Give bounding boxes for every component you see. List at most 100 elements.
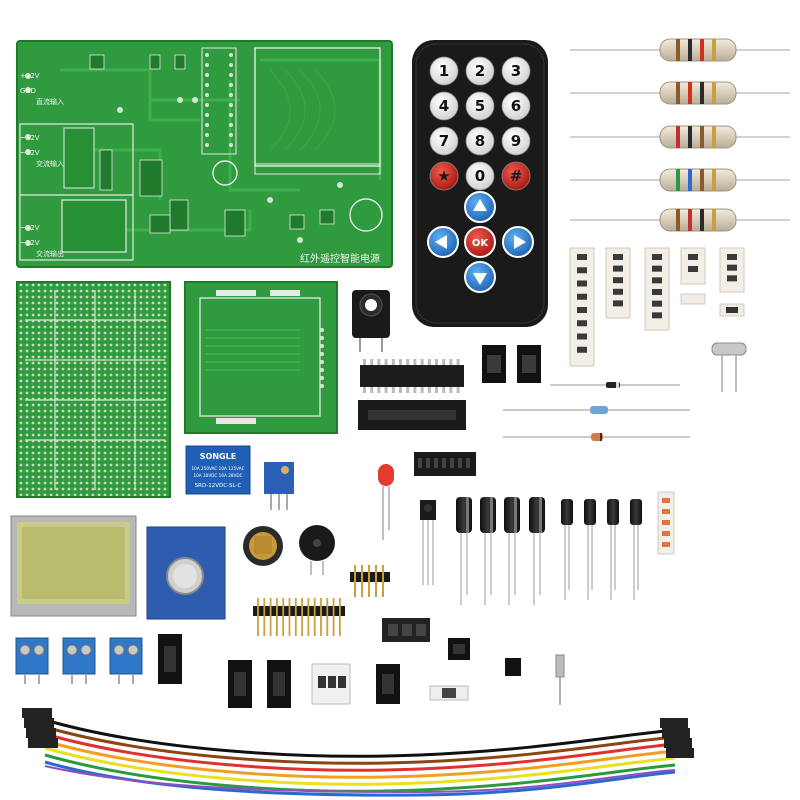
ic-pin — [406, 359, 410, 365]
optocouplers — [482, 345, 541, 383]
remote-key-7 — [429, 126, 459, 156]
ac-out-a-label: ~12V — [20, 224, 40, 232]
resistor-band — [688, 209, 692, 231]
capacitor-stripe — [490, 497, 493, 533]
terminal-block — [62, 637, 96, 675]
smd-part — [577, 346, 587, 353]
remote-key-hash — [501, 161, 531, 191]
remote-key-3 — [501, 56, 531, 86]
ic-pin — [413, 387, 417, 393]
smd-part — [652, 265, 662, 272]
dupont-jumper-cable — [22, 708, 694, 797]
resistor-band — [712, 209, 716, 231]
gnd-label: GND — [20, 87, 36, 95]
coin-battery — [146, 526, 226, 620]
smd-part — [577, 280, 587, 287]
ic-pin — [391, 359, 395, 365]
capacitor-small — [607, 499, 619, 525]
ic-pin — [427, 387, 431, 393]
pin-header-long — [253, 598, 345, 636]
axial-diode-1 — [550, 382, 680, 388]
capacitor-small — [561, 499, 573, 525]
coin-cell-holder — [243, 526, 283, 566]
remote-key-label: 1 — [439, 62, 449, 80]
capacitor-stripe — [466, 497, 469, 533]
relay: SONGLE 10A 250VAC 10A 125VAC 10A 30VDC 1… — [185, 445, 251, 495]
remote-key-label: 6 — [511, 97, 521, 115]
ic-pin — [363, 359, 366, 365]
smd-tape-chips — [382, 618, 430, 642]
ic-pin — [456, 359, 460, 365]
ic-pin — [420, 387, 424, 393]
remote-key-label: 7 — [439, 132, 449, 150]
smd-part — [577, 320, 587, 327]
dc-input-label: 直流输入 — [36, 97, 64, 106]
dc-plus-label: +12V — [20, 72, 40, 80]
resistor-band — [676, 39, 680, 61]
ic-pin — [435, 387, 438, 393]
terminal-screw — [66, 644, 78, 656]
buzzer — [299, 525, 335, 575]
ic-socket — [358, 400, 466, 430]
smd-component-strips — [569, 247, 747, 392]
terminal-screw — [33, 644, 45, 656]
axial-diode-2 — [503, 433, 690, 441]
remote-key-6 — [501, 91, 531, 121]
terminal-screw — [80, 644, 92, 656]
resistor-band — [700, 126, 704, 148]
smd-part — [577, 267, 587, 274]
remote-key-label: 8 — [475, 132, 485, 150]
remote-key-label: 5 — [475, 97, 485, 115]
smd-part — [652, 254, 662, 260]
smd-strip-small — [657, 491, 675, 555]
smd-part — [577, 293, 587, 300]
ir-receiver — [420, 500, 436, 585]
ic-pin — [370, 387, 374, 393]
resistor-body — [659, 208, 737, 232]
female-header — [414, 452, 476, 476]
ic-pin — [377, 359, 381, 365]
smd-part — [688, 254, 698, 260]
ic-pin — [399, 359, 402, 365]
ic-pin — [391, 387, 395, 393]
ic-pin — [442, 359, 446, 365]
terminal-screw — [113, 644, 125, 656]
remote-key-label: 2 — [475, 62, 485, 80]
remote-key-label: 9 — [511, 132, 521, 150]
capacitor-small — [630, 499, 642, 525]
smd-part — [613, 288, 623, 295]
resistor-band — [676, 209, 680, 231]
resistor-band — [712, 82, 716, 104]
resistor-body — [659, 125, 737, 149]
resistor-band — [700, 169, 704, 191]
main-pcb: +12V GND 直流输入 ~12V ~12V 交流输入 ~12V ~12V 交… — [16, 40, 393, 268]
ic-pin — [406, 387, 410, 393]
resistor-band — [688, 126, 692, 148]
smd-part — [613, 265, 623, 272]
resistor-band — [688, 39, 692, 61]
resistor-band — [712, 39, 716, 61]
board-title: 红外遥控智能电源 — [300, 252, 380, 265]
smd-part — [577, 307, 587, 313]
smd-part — [652, 300, 662, 307]
ic-pin — [435, 359, 438, 365]
resistor-band — [676, 82, 680, 104]
small-chip-holder — [448, 638, 470, 660]
resistor-body — [659, 168, 737, 192]
ic-pin — [370, 359, 374, 365]
capacitor-large — [456, 497, 472, 533]
lcd-adapter-pcb — [184, 281, 338, 434]
ac-input-label: 交流输入 — [36, 159, 64, 168]
smd-part — [727, 254, 737, 260]
dip-ic — [360, 359, 464, 393]
relay-spec-2: 10A 30VDC 10A 28VDC — [193, 473, 242, 478]
red-led — [378, 464, 394, 540]
smd-part — [727, 275, 737, 282]
resistor-band — [712, 126, 716, 148]
resistor-band — [676, 169, 680, 191]
ic-pin — [420, 359, 424, 365]
smd-part — [652, 289, 662, 295]
